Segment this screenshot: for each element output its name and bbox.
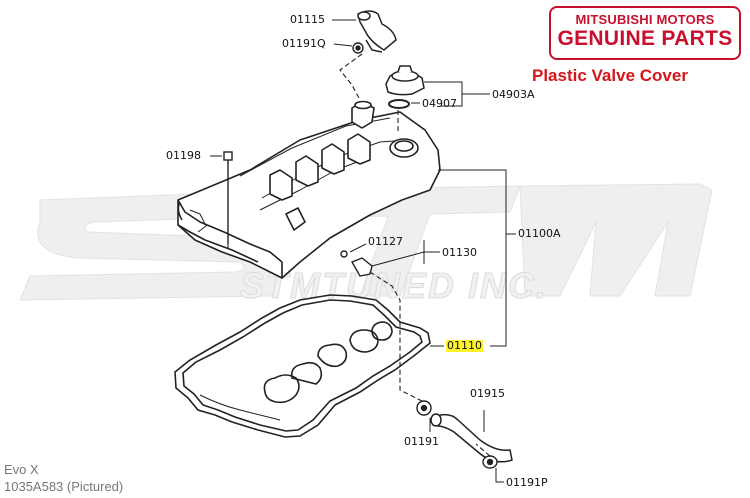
gasket-01110 <box>174 294 431 438</box>
callout-01915: 01915 <box>470 387 505 400</box>
callout-01191Q: 01191Q <box>282 37 326 50</box>
genuine-parts-badge: MITSUBISHI MOTORS GENUINE PARTS <box>549 6 741 60</box>
callout-01115: 01115 <box>290 13 325 26</box>
watermark-subtext: STMTUNED INC. <box>240 265 548 306</box>
hose-01915 <box>430 413 513 463</box>
hose-01115 <box>357 10 397 53</box>
bolt-01198 <box>223 151 233 244</box>
pcv-valve-01130 <box>340 250 373 277</box>
o-ring-04907 <box>388 99 410 109</box>
brand-line2: GENUINE PARTS <box>557 27 733 50</box>
callout-01191: 01191 <box>404 435 439 448</box>
leader-lines <box>210 19 516 483</box>
callout-04907: 04907 <box>422 97 457 110</box>
oil-cap-04903A <box>385 65 425 96</box>
callout-01127: 01127 <box>368 235 403 248</box>
clamp-01191P <box>482 455 498 469</box>
callout-04903A: 04903A <box>492 88 535 101</box>
callout-01130: 01130 <box>442 246 477 259</box>
callout-01110: 01110 <box>446 339 483 352</box>
footer-part-number: 1035A583 (Pictured) <box>4 479 124 494</box>
guide-lines <box>227 53 491 457</box>
product-title: Plastic Valve Cover <box>532 66 688 85</box>
callout-01191P: 01191P <box>506 476 548 489</box>
footer-model: Evo X <box>4 462 39 477</box>
callout-01198: 01198 <box>166 149 201 162</box>
clamp-01191 <box>416 400 432 416</box>
callout-01100A: 01100A <box>518 227 561 240</box>
brand-line1: MITSUBISHI MOTORS <box>575 12 715 27</box>
valve-cover-01100A <box>177 100 441 279</box>
clamp-01191Q <box>352 42 364 54</box>
